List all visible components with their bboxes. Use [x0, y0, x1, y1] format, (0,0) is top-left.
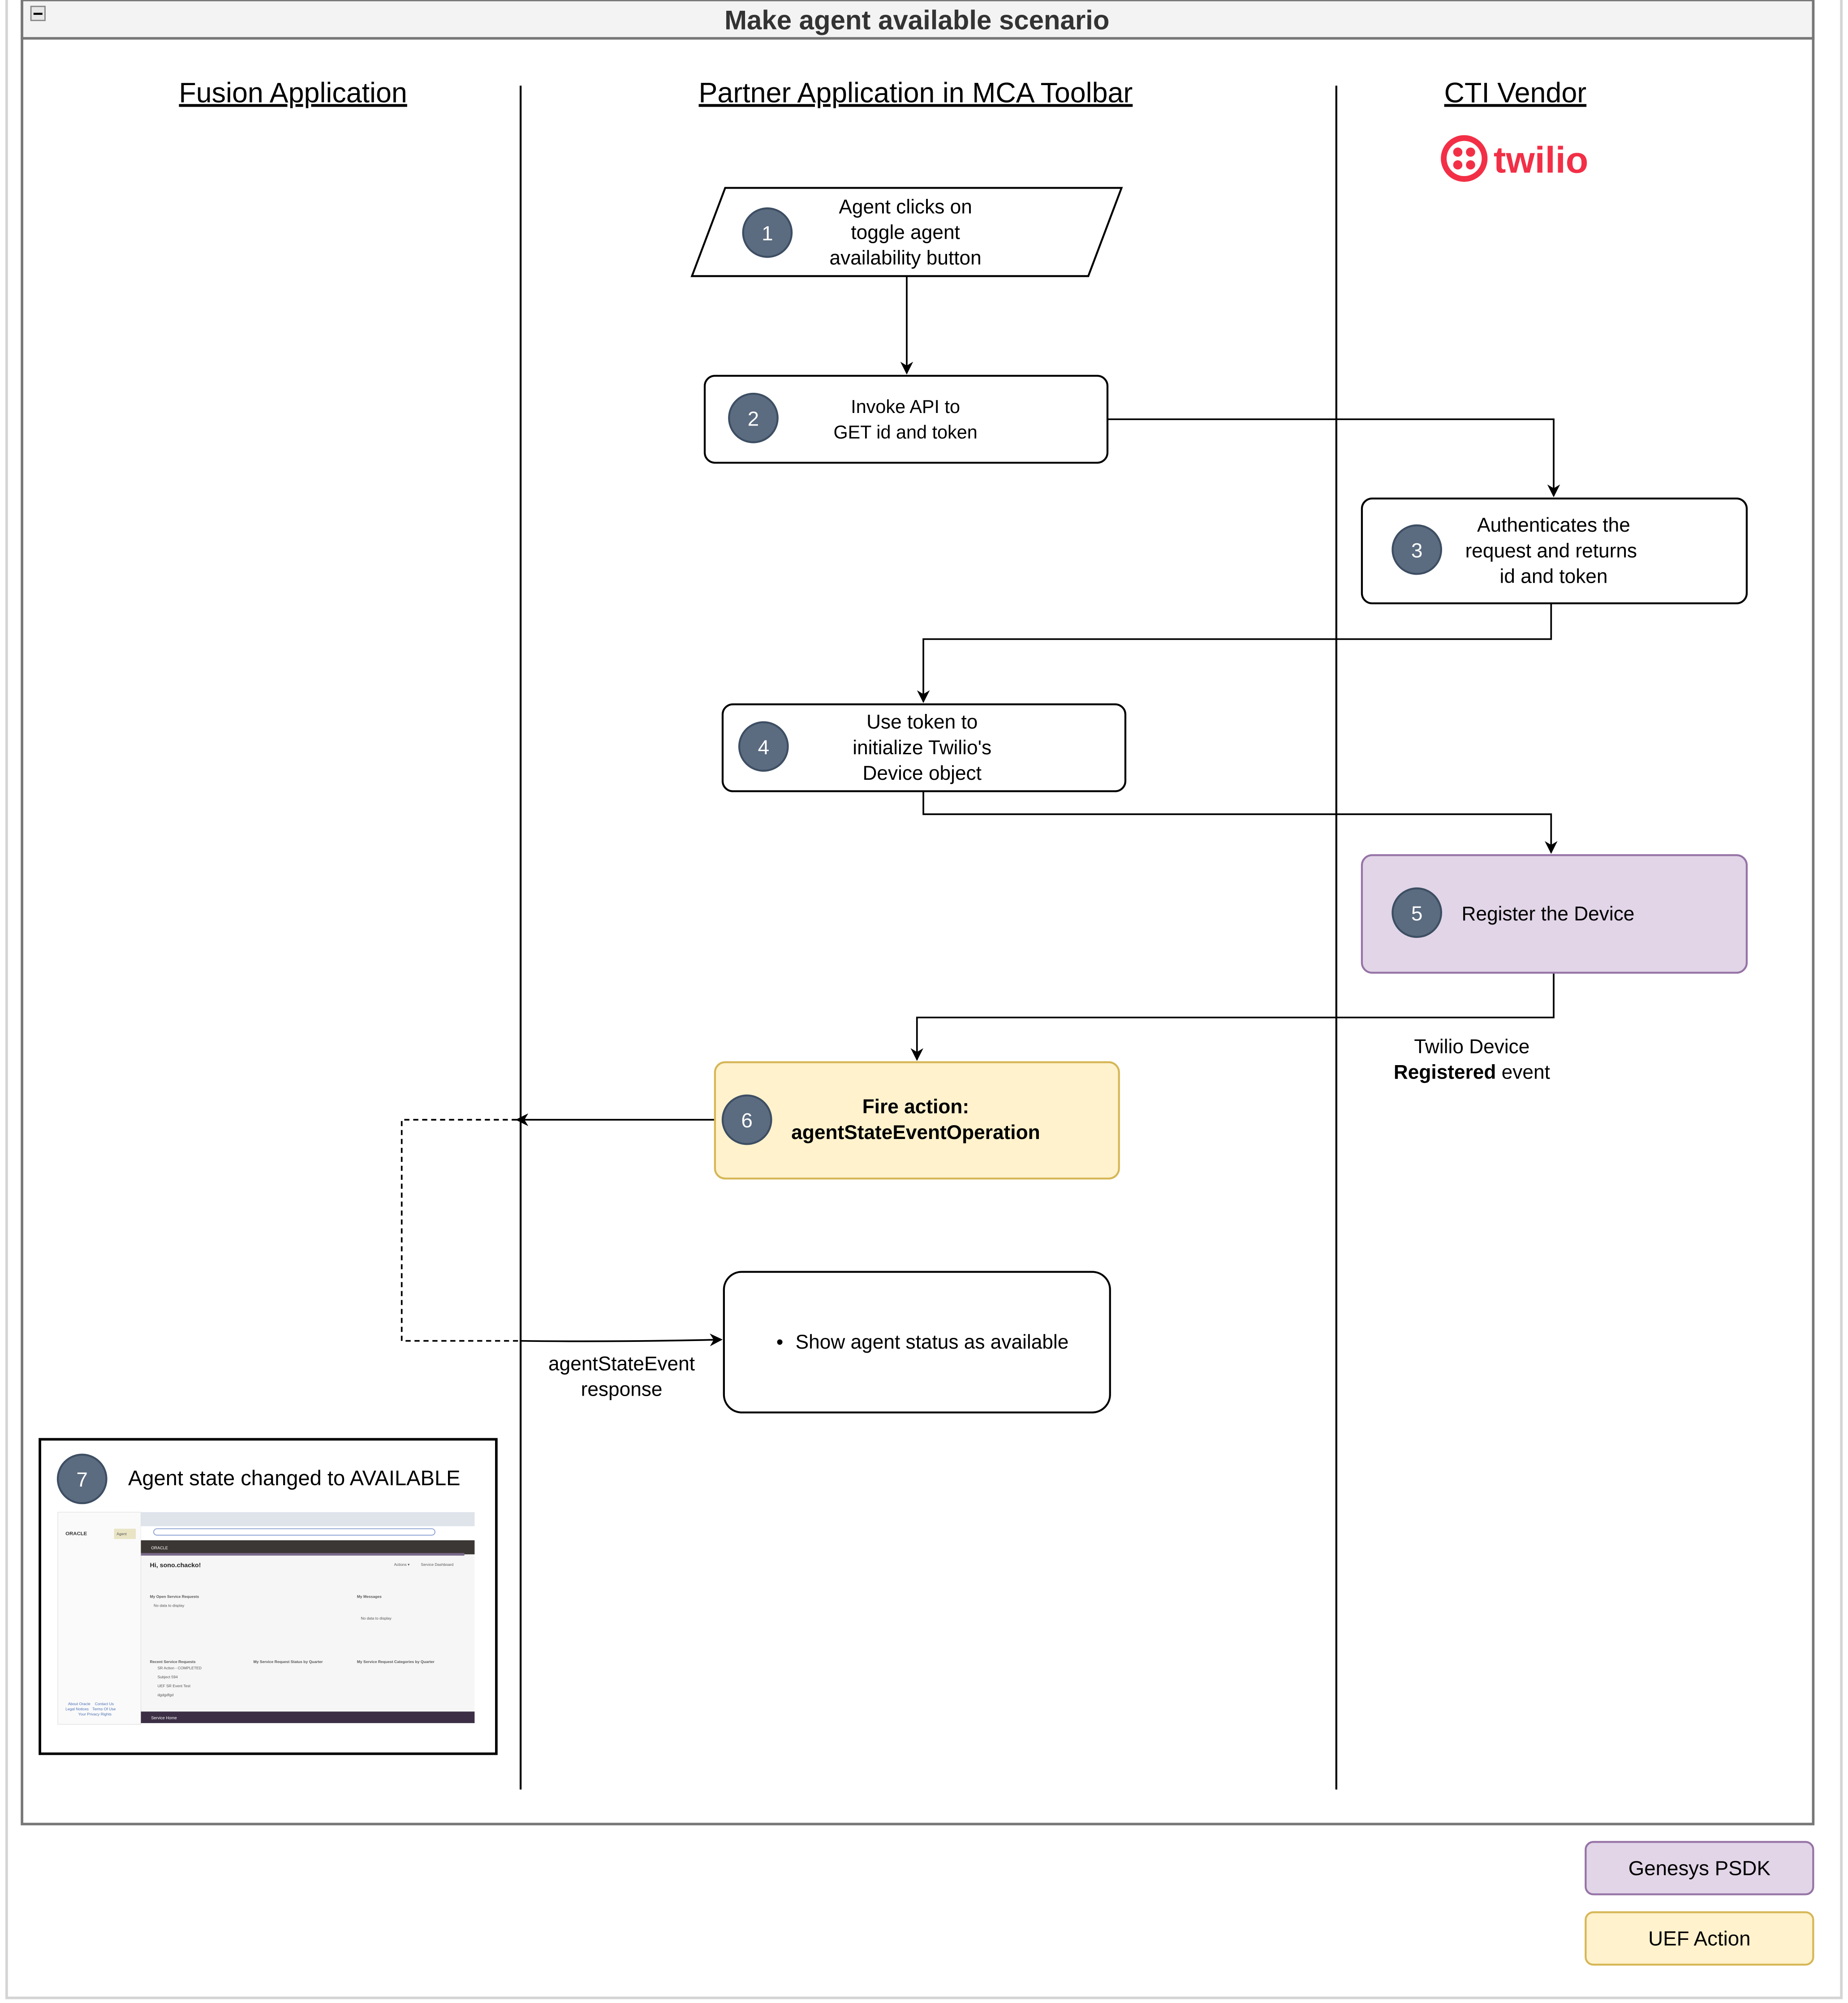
legend-genesys-psdk: Genesys PSDK — [1585, 1841, 1814, 1896]
twilio-logo-text: twilio — [1494, 139, 1588, 181]
thumbnail-text: My Service Request Categories by Quarter — [357, 1659, 435, 1664]
step-text: initialize Twilio's — [853, 737, 991, 759]
step-number: 6 — [741, 1109, 753, 1132]
diagram-title: Make agent available scenario — [724, 5, 1109, 35]
thumbnail-text: No data to display — [154, 1603, 185, 1608]
thumbnail-text: Actions ▾ — [394, 1562, 410, 1567]
thumbnail-text: Legal Notices — [65, 1706, 89, 1711]
thumbnail-text: Terms Of Use — [92, 1706, 116, 1711]
step-number: 2 — [748, 407, 759, 430]
thumbnail-text: No data to display — [361, 1616, 392, 1620]
thumbnail-text: My Open Service Requests — [150, 1594, 199, 1599]
step-text: id and token — [1500, 565, 1608, 587]
step-badge — [742, 207, 793, 258]
thumbnail-text: Hi, sono.chacko! — [150, 1562, 201, 1569]
result-box[interactable]: • Show agent status as available — [723, 1271, 1111, 1414]
step-1-parallelogram[interactable]: 1 Agent clicks on toggle agent availabil… — [690, 187, 1123, 277]
twilio-logo: twilio — [1441, 135, 1588, 182]
step-number: 7 — [77, 1468, 88, 1491]
step-text: request and returns — [1465, 540, 1637, 562]
step-number: 4 — [758, 736, 769, 759]
step-text: Use token to — [866, 711, 978, 733]
step-text: availability button — [830, 247, 982, 269]
edge-label: Twilio Device — [1414, 1036, 1529, 1058]
step-badge — [721, 1094, 772, 1145]
step-text: Fire action: — [862, 1096, 969, 1118]
step-3-box[interactable]: 3 Authenticates the request and returns … — [1361, 497, 1748, 605]
thumbnail-text: Contact Us — [95, 1702, 114, 1706]
step-text: Register the Device — [1462, 903, 1635, 925]
step-text: agentStateEventOperation — [791, 1122, 1040, 1143]
step-text: Authenticates the — [1477, 514, 1630, 536]
result-text: Show agent status as available — [796, 1331, 1069, 1353]
connector-3-4 — [917, 603, 1552, 703]
thumbnail-text: Service Home — [151, 1715, 177, 1720]
connector-response-result — [521, 1333, 723, 1346]
thumbnail-text: My Messages — [357, 1594, 382, 1599]
step-badge — [728, 392, 779, 443]
step-badge — [1391, 887, 1443, 938]
lane-fusion-application: Fusion Application — [179, 77, 407, 108]
step-number: 3 — [1411, 539, 1422, 562]
lane-partner-application: Partner Application in MCA Toolbar — [699, 77, 1133, 108]
edge-label: Registered event — [1394, 1062, 1550, 1083]
step-badge — [1391, 524, 1443, 575]
thumbnail-text: Agent — [116, 1531, 127, 1536]
step-7-box[interactable]: 7 Agent state changed to AVAILABLE ORACL… — [39, 1438, 498, 1755]
fusion-screenshot-thumbnail: ORACLE Agent ORACLE Hi, sono.chacko! Act… — [57, 1512, 475, 1725]
step-text: toggle agent — [851, 222, 960, 244]
step-6-box[interactable]: 6 Fire action: agentStateEventOperation — [714, 1061, 1120, 1180]
bullet: • — [776, 1331, 783, 1353]
step-text: Agent clicks on — [839, 196, 972, 218]
legend-uef-action: UEF Action — [1585, 1911, 1814, 1966]
step-text: GET id and token — [833, 422, 977, 443]
thumbnail-text: SR Action - COMPLETED — [158, 1666, 202, 1670]
edge-label: response — [581, 1378, 663, 1400]
thumbnail-text: ORACLE — [65, 1531, 87, 1536]
step-5-box[interactable]: 5 Register the Device — [1361, 854, 1748, 974]
step-2-box[interactable]: 2 Invoke API to GET id and token — [703, 374, 1109, 464]
thumbnail-text: Recent Service Requests — [150, 1659, 195, 1664]
thumbnail-text: UEF SR Event Test — [158, 1684, 191, 1688]
step-text: Device object — [862, 762, 981, 784]
legend-label: Genesys PSDK — [1628, 1857, 1770, 1880]
step-number: 1 — [762, 222, 773, 245]
step-4-box[interactable]: 4 Use token to initialize Twilio's Devic… — [721, 703, 1127, 792]
connector-2-3 — [1107, 418, 1560, 498]
step-number: 5 — [1411, 902, 1422, 925]
thumbnail-text: Service Dashboard — [421, 1562, 454, 1567]
thumbnail-text: ORACLE — [151, 1546, 168, 1550]
step-badge — [56, 1453, 108, 1504]
edge-label: agentStateEvent — [548, 1353, 695, 1375]
step-badge — [738, 721, 789, 772]
collapse-icon[interactable] — [30, 5, 46, 21]
thumbnail-text: About Oracle — [68, 1702, 90, 1706]
connector-4-5 — [922, 791, 1558, 854]
connector-5-6 — [910, 972, 1555, 1061]
dashed-response-connector — [401, 1119, 521, 1342]
thumbnail-text: Subject 594 — [158, 1675, 178, 1679]
step-text: Agent state changed to AVAILABLE — [128, 1466, 461, 1490]
lane-cti-vendor: CTI Vendor — [1444, 77, 1586, 108]
pool-header — [21, 0, 1815, 40]
thumbnail-text: My Service Request Status by Quarter — [254, 1659, 323, 1664]
thumbnail-text: dgdgdfgd — [158, 1693, 174, 1697]
legend-label: UEF Action — [1648, 1927, 1750, 1950]
thumbnail-text: Your Privacy Rights — [78, 1712, 112, 1716]
step-text: Invoke API to — [851, 396, 960, 417]
